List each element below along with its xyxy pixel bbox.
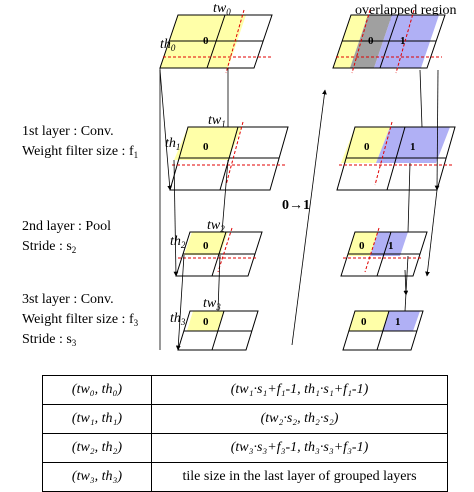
- table-cell-right: (tw₁·s₁+f₁-1, th₁·s₁+f₁-1): [151, 375, 448, 405]
- right-layer3-tile1: [382, 311, 420, 331]
- right-layer0-plane: [332, 14, 446, 69]
- layer3-param: Weight filter size : f3: [22, 312, 139, 328]
- left-layer1-tile0: [174, 127, 242, 160]
- right-layer2-cell1: 1: [388, 240, 394, 252]
- right-layer2-grid: 0 1: [340, 227, 428, 277]
- right-layer1-tile0: [341, 127, 390, 163]
- layer2-text: 2nd layer : Pool Stride : s2: [22, 219, 111, 255]
- left-layer3-tile0: [187, 311, 224, 331]
- table-cell-left: (tw₀, th₀): [42, 375, 152, 405]
- tw1-label: tw1: [208, 113, 226, 129]
- left-layer0-plane: [159, 14, 273, 69]
- left-layer0-grid: 0 tw0 th0: [159, 1, 273, 74]
- left-layer2-dash-v: [217, 227, 233, 273]
- table-cell-left: (tw₂, th₂): [42, 433, 152, 463]
- table-cell-right: tile size in the last layer of grouped l…: [151, 462, 448, 492]
- right-layer3-grid: 0 1: [342, 310, 424, 351]
- overlapped-region-label: overlapped region: [355, 3, 456, 18]
- left-layer0-dash-v: [225, 9, 245, 74]
- layer3-name: 3st layer : Conv.: [22, 292, 114, 307]
- right-layer2-cell0: 0: [359, 240, 365, 252]
- right-layer3-cell0: 0: [361, 316, 367, 328]
- th2-label: th2: [170, 234, 186, 250]
- layer2-name: 2nd layer : Pool: [22, 219, 111, 234]
- right-layer1-grid: 0 1: [336, 121, 456, 191]
- tw0-label: tw0: [213, 1, 231, 17]
- right-layer2-tile1: [370, 232, 408, 256]
- table-cell-left: (tw₁, th₁): [42, 404, 152, 434]
- left-layer2-tile0: [184, 232, 228, 255]
- transition-arrow-up: [291, 89, 327, 346]
- right-layer0-cell1: 1: [400, 35, 406, 47]
- left-layer1-grid: 0 tw1 th1: [165, 113, 289, 191]
- right-connectors: [403, 69, 440, 312]
- layer1-param: Weight filter size : f1: [22, 144, 138, 160]
- right-layer2-dash-v: [364, 227, 380, 273]
- left-layer2-cell0: 0: [203, 240, 209, 252]
- table-row: (tw₁, th₁) (tw₂·s₂, th₂·s₂): [42, 404, 448, 434]
- right-layer0-dash-v1: [351, 9, 371, 74]
- table-cell-right: (tw₃·s₃+f₃-1, th₃·s₃+f₃-1): [151, 433, 448, 463]
- right-layer3-plane: [342, 310, 424, 351]
- table-row: (tw₃, th₃) tile size in the last layer o…: [42, 462, 448, 492]
- left-layer1-plane: [169, 126, 289, 191]
- table-row: (tw₀, th₀) (tw₁·s₁+f₁-1, th₁·s₁+f₁-1): [42, 375, 448, 405]
- left-layer2-grid: 0 tw2 th2: [170, 218, 263, 277]
- fused-layer-diagram: overlapped region 0 tw0 th0 0 tw1 th1 0 …: [22, 1, 456, 351]
- left-layer3-cell0: 0: [203, 316, 209, 328]
- left-connectors: [159, 68, 229, 351]
- layer1-name: 1st layer : Conv.: [22, 124, 114, 139]
- transition-label: 0→1: [282, 198, 310, 213]
- left-layer1-cell0: 0: [203, 141, 209, 153]
- left-layer2-plane: [175, 231, 263, 277]
- tw2-label: tw2: [207, 218, 225, 234]
- right-layer0-grid: 0 1: [332, 9, 446, 74]
- right-layer2-plane: [340, 231, 428, 277]
- th0-label: th0: [160, 37, 176, 53]
- left-layer3-grid: 0 tw3 th3: [170, 296, 259, 351]
- right-layer0-cell0: 0: [368, 35, 374, 47]
- th3-label: th3: [170, 311, 186, 327]
- layer3-stride: Stride : s3: [22, 332, 77, 348]
- layer3-text: 3st layer : Conv. Weight filter size : f…: [22, 292, 139, 348]
- right-layer1-tile1: [376, 127, 450, 163]
- right-layer2-tile0: [347, 232, 378, 256]
- table-row: (tw₂, th₂) (tw₃·s₃+f₃-1, th₃·s₃+f₃-1): [42, 433, 448, 463]
- right-layer1-cell0: 0: [364, 141, 370, 153]
- left-layer3-plane: [177, 310, 259, 351]
- right-layer3-tile0: [348, 311, 389, 331]
- table-cell-left: (tw₃, th₃): [42, 462, 152, 492]
- right-layer3-cell1: 1: [395, 316, 401, 328]
- left-layer1-dash-v: [225, 121, 244, 186]
- right-layer1-cell1: 1: [410, 141, 416, 153]
- right-layer0-dash-v2: [395, 9, 415, 74]
- tile-size-table: (tw₀, th₀) (tw₁·s₁+f₁-1, th₁·s₁+f₁-1) (t…: [42, 375, 448, 492]
- table-cell-right: (tw₂·s₂, th₂·s₂): [151, 404, 448, 434]
- layer1-text: 1st layer : Conv. Weight filter size : f…: [22, 124, 138, 160]
- th1-label: th1: [165, 136, 180, 152]
- left-layer0-cell0: 0: [203, 35, 209, 47]
- layer2-param: Stride : s2: [22, 239, 76, 255]
- right-layer1-dash-v: [374, 121, 393, 186]
